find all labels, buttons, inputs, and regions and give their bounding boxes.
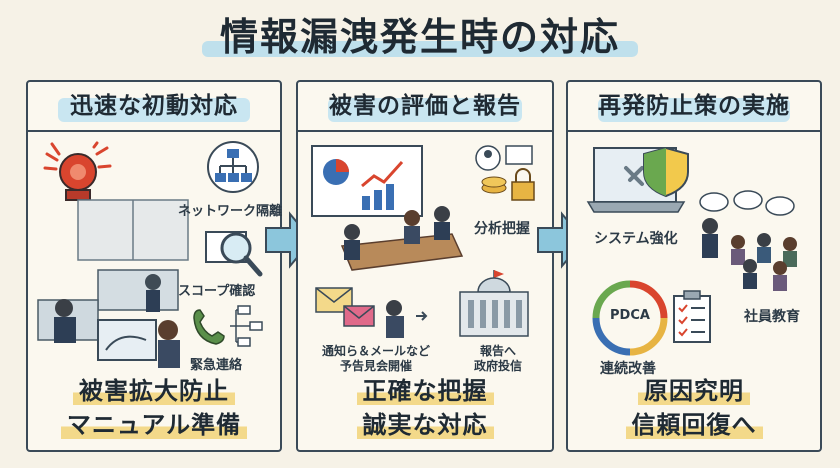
panel-footer: 原因究明 信頼回復へ	[568, 374, 820, 442]
footer-line-1-text: 被害拡大防止	[73, 377, 235, 405]
label-continuous-improvement: 連続改善	[600, 361, 656, 377]
label-employee-education: 社員教育	[744, 309, 800, 325]
footer-line-2-text: 誠実な対応	[356, 411, 494, 439]
laptop-shield-icon	[586, 146, 689, 213]
heading-highlight	[328, 98, 522, 122]
government-building-icon	[459, 270, 529, 337]
footer-line-1-text: 正確な把握	[356, 377, 494, 405]
panel-heading-text: 迅速な初動対応	[70, 93, 238, 119]
footer-line-1-text: 原因究明	[638, 377, 750, 405]
panel-heading: 再発防止策の実施	[568, 82, 820, 132]
footer-line-2-text: 信頼回復へ	[625, 411, 763, 439]
presentation-chart-icon	[311, 145, 464, 271]
label-network-isolation: ネットワーク隔離	[178, 204, 283, 219]
footer-line-2: 信頼回復へ	[568, 408, 820, 442]
panel-heading-text: 再発防止策の実施	[598, 93, 790, 119]
footer-line-1: 正確な把握	[298, 374, 552, 408]
network-icon	[207, 141, 259, 193]
panel-heading: 迅速な初動対応	[28, 82, 280, 132]
checklist-icon	[673, 290, 711, 343]
label-scope-check: スコープ確認	[178, 284, 256, 299]
footer-line-2-text: マニュアル準備	[60, 411, 248, 439]
heading-highlight	[598, 98, 790, 122]
footer-line-2: 誠実な対応	[298, 408, 552, 442]
panel-heading: 被害の評価と報告	[298, 82, 552, 132]
pdca-cycle-icon	[592, 280, 668, 356]
lock-icon	[475, 145, 535, 201]
footer-line-2: マニュアル準備	[28, 408, 280, 442]
panel-footer: 正確な把握 誠実な対応	[298, 374, 552, 442]
phone-tree-icon	[193, 305, 263, 347]
label-system-hardening: システム強化	[594, 231, 678, 247]
panel-footer: 被害拡大防止 マニュアル準備	[28, 374, 280, 442]
title-area: 情報漏洩発生時の対応	[0, 6, 840, 61]
envelope-icon	[315, 287, 428, 338]
training-scene-illustration	[699, 190, 797, 291]
label-pdca: PDCA	[610, 308, 650, 323]
panel-prevention: 再発防止策の実施 システム強化 社員教育 PDCA 連続改善	[566, 80, 822, 452]
panel-initial-response: 迅速な初動対応 ネットワーク隔離 スコープ確認	[26, 80, 282, 452]
footer-line-1: 原因究明	[568, 374, 820, 408]
office-scene-illustration	[37, 199, 189, 368]
label-emergency-contact: 緊急連絡	[190, 358, 243, 373]
label-analysis: 分析把握	[474, 221, 530, 237]
label-notification: 通知ら＆メールなど 予告見会開催	[321, 344, 430, 373]
magnifier-icon	[205, 231, 263, 277]
footer-line-1: 被害拡大防止	[28, 374, 280, 408]
heading-highlight	[58, 98, 250, 122]
page-title-text: 情報漏洩発生時の対応	[219, 15, 620, 59]
label-report: 報告へ 政府投信	[473, 344, 522, 373]
alarm-bell-icon	[43, 141, 112, 201]
panel-heading-text: 被害の評価と報告	[329, 93, 521, 119]
panel-assessment-report: 被害の評価と報告 分析把握 通知ら＆メールなど	[296, 80, 554, 452]
page-title: 情報漏洩発生時の対応	[201, 6, 638, 61]
